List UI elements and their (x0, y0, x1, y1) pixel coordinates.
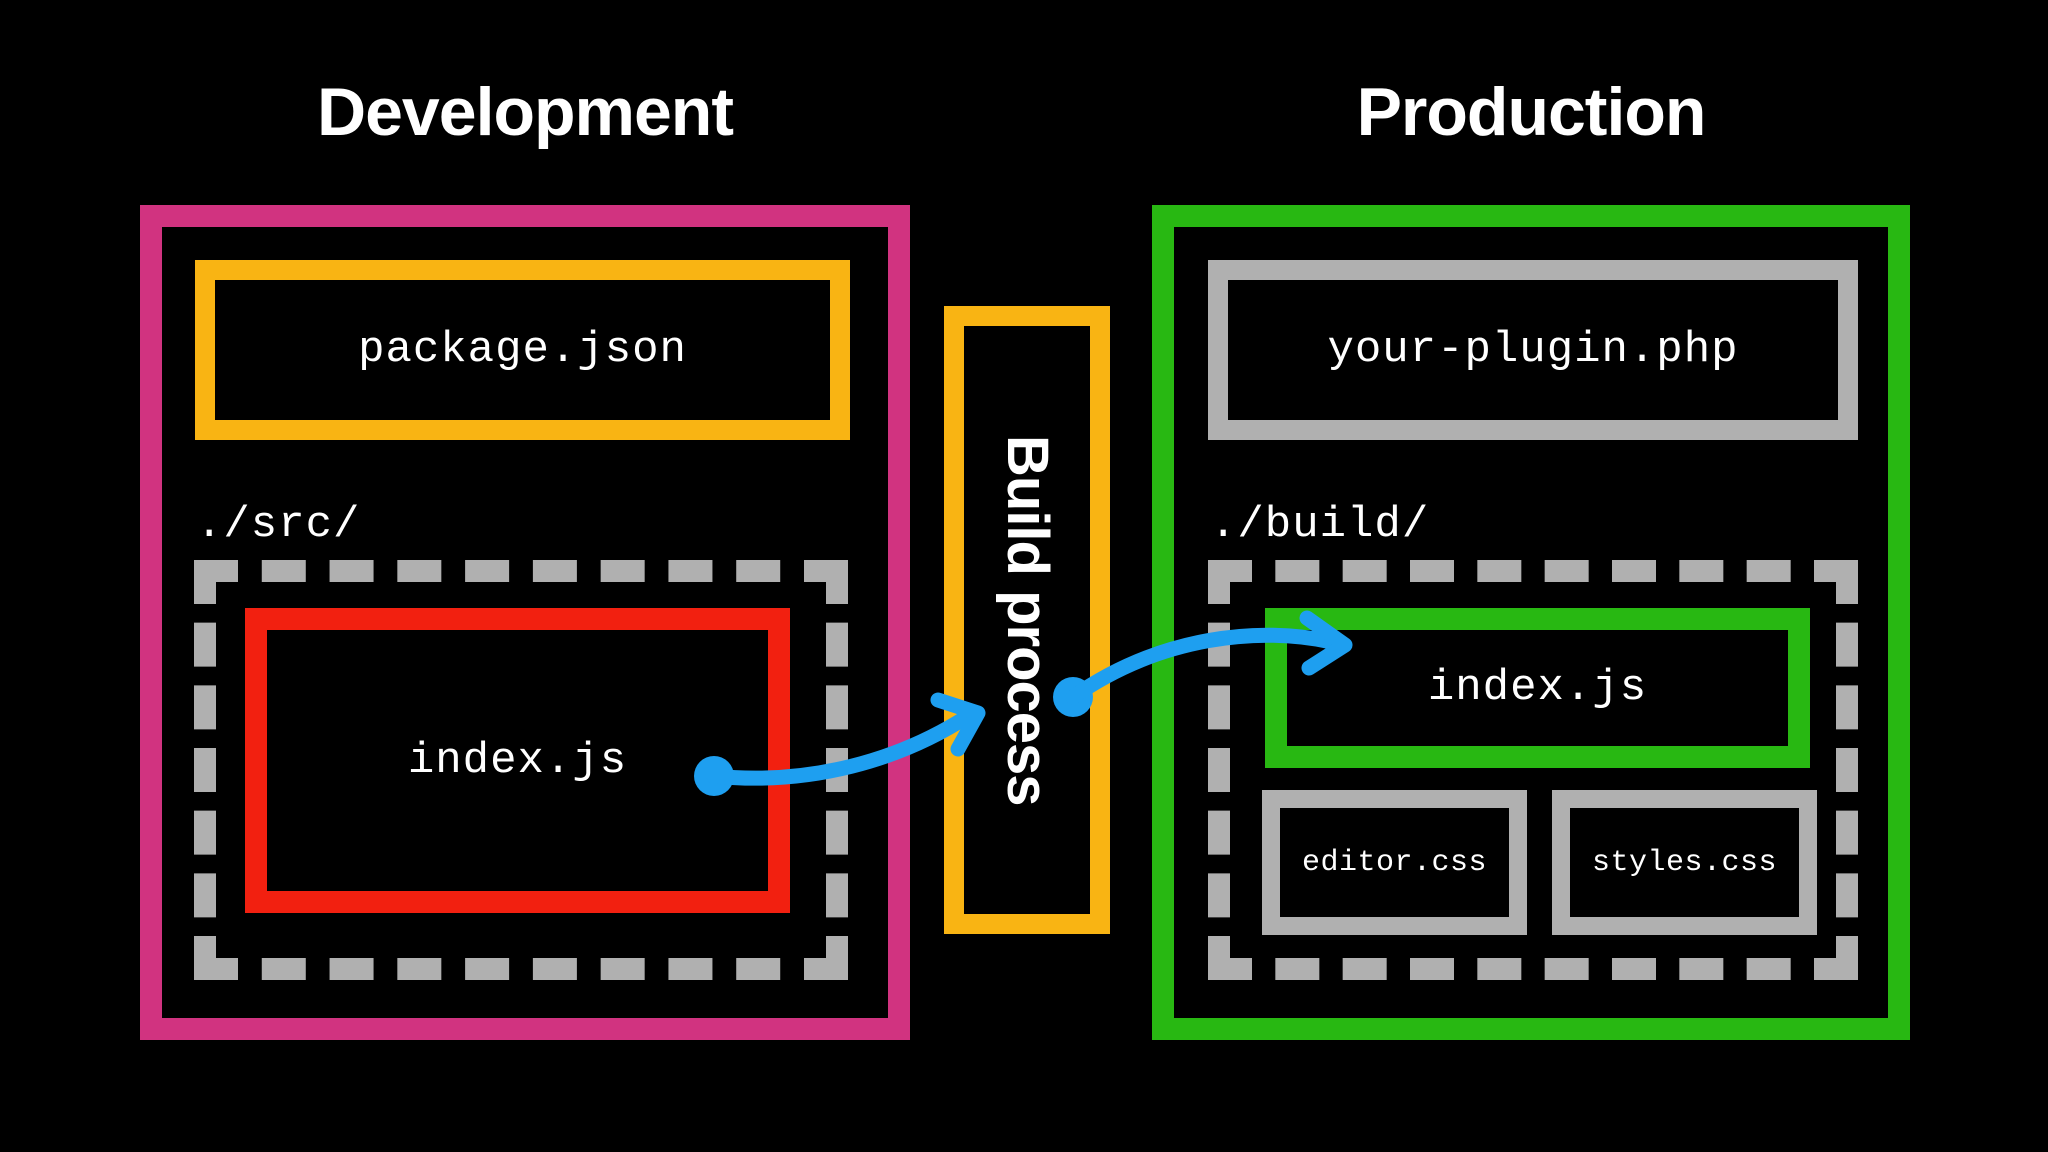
file-label-editor-css: editor.css (1301, 845, 1488, 880)
file-box-your-plugin-php[interactable]: your-plugin.php (1208, 260, 1858, 440)
column-title-development: Development (317, 74, 734, 150)
file-box-styles-css[interactable]: styles.css (1552, 790, 1817, 935)
file-label-src-index-js: index.js (407, 735, 628, 786)
file-box-src-index-js[interactable]: index.js (245, 608, 790, 913)
folder-src (194, 560, 848, 980)
file-label-your-plugin-php: your-plugin.php (1327, 325, 1739, 375)
file-label-package-json: package.json (358, 325, 687, 375)
file-label-build-index-js: index.js (1427, 663, 1648, 713)
directory-label-src: ./src/ (196, 500, 361, 550)
build-process-box[interactable]: Build process (944, 306, 1110, 934)
file-box-build-index-js[interactable]: index.js (1265, 608, 1810, 768)
file-box-editor-css[interactable]: editor.css (1262, 790, 1527, 935)
directory-label-build: ./build/ (1210, 500, 1430, 550)
file-label-styles-css: styles.css (1591, 845, 1778, 880)
column-title-production: Production (1356, 74, 1707, 150)
file-box-package-json[interactable]: package.json (195, 260, 850, 440)
build-process-label: Build process (995, 434, 1060, 806)
folder-build (1208, 560, 1858, 980)
